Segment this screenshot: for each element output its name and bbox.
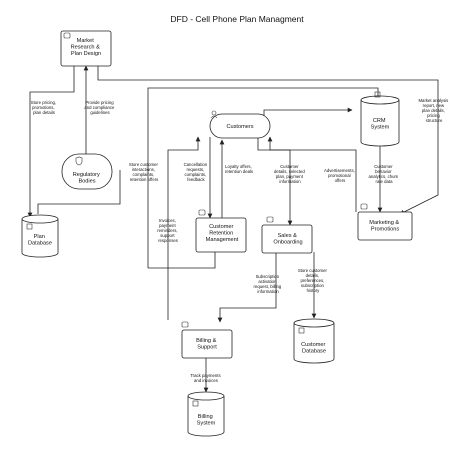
edge-label-invoices: Invoices, payment reminders, support res… — [157, 218, 179, 243]
edge-label-track: Track payments and invoices — [190, 373, 222, 383]
node-customer-database[interactable]: Customer Database — [293, 318, 335, 364]
svg-text:Market Research &: Market Research & Plan Design — [71, 38, 102, 57]
database-icon — [298, 327, 305, 334]
svg-text:Plan Database: Plan Database — [28, 234, 52, 247]
user-icon — [210, 110, 218, 119]
svg-text:Customer Retention: Customer Retention Management — [206, 224, 239, 243]
edge-label-store-pricing: Store pricing, promotions, plan details — [31, 100, 58, 115]
svg-text:Billing & Support: Billing & Support — [196, 338, 218, 351]
edge-retention-to-crm-loop — [147, 87, 381, 268]
edge-label-loyalty: Loyalty offers, retention deals — [225, 164, 253, 174]
diagram-title: DFD - Cell Phone Plan Managment — [170, 14, 304, 24]
shield-icon — [75, 156, 83, 166]
svg-text:CRM System: CRM System — [371, 118, 390, 131]
edge-label-customer-details: Customer details, selected plan, payment… — [274, 164, 306, 184]
edge-retention-to-billing — [148, 252, 216, 269]
edge-label-store-details: Store customer details, preferences, sub… — [298, 268, 328, 293]
node-regulatory-bodies[interactable]: Regulatory Bodies — [61, 153, 113, 190]
node-billing-system[interactable]: Billing System — [187, 391, 225, 437]
svg-text:Customers: Customers — [226, 124, 253, 130]
node-billing-support[interactable]: Billing & Support — [181, 321, 233, 359]
process-icon — [266, 216, 274, 223]
edge-label-provide-pricing: Provide pricing and compliance guideline… — [84, 100, 115, 115]
node-sales-onboarding[interactable]: Sales & Onboarding — [261, 216, 313, 254]
node-customers[interactable]: Customers — [209, 110, 271, 139]
process-icon — [63, 32, 71, 39]
node-customer-retention[interactable]: Customer Retention Management — [195, 209, 247, 253]
node-plan-database[interactable]: Plan Database — [21, 214, 59, 258]
svg-text:Customer Database: Customer Database — [301, 342, 327, 355]
edge-customers-to-crm — [263, 107, 353, 118]
edge-market-to-plan-database — [27, 64, 75, 218]
svg-text:Billing System: Billing System — [197, 414, 216, 427]
process-icon — [360, 203, 368, 210]
process-icon — [181, 321, 189, 328]
database-icon — [192, 400, 199, 407]
node-crm-system[interactable]: CRM System — [360, 91, 400, 147]
edge-label-store-interactions: Store customer interactions, complaints,… — [129, 162, 159, 182]
node-market-research[interactable]: Market Research & Plan Design — [60, 30, 112, 67]
edge-plan-database-link — [37, 170, 121, 214]
edge-label-behavior: Customer behavior analytics, churn rate … — [368, 164, 399, 184]
edge-labels: Store pricing, promotions, plan details … — [31, 98, 449, 383]
process-icon — [198, 209, 206, 216]
edge-marketing-to-customers — [267, 136, 357, 212]
edge-label-subscription: Subscription activation request, billing… — [254, 274, 283, 294]
edge-billing-to-customers — [167, 136, 201, 320]
edge-label-advertisements: Advertisements, promotional offers — [324, 168, 356, 183]
svg-text:Sales & Onboarding: Sales & Onboarding — [273, 233, 302, 246]
database-icon — [374, 91, 381, 98]
edge-sales-to-billing — [217, 252, 277, 323]
edge-market-to-marketing — [97, 64, 439, 215]
database-icon — [26, 223, 33, 230]
svg-text:Regulatory Bodies: Regulatory Bodies — [73, 172, 102, 185]
edge-label-market-analysis: Market analysis report, new plan details… — [418, 98, 449, 123]
node-marketing-promotions[interactable]: Marketing & Promotions — [357, 203, 413, 241]
edge-label-cancellation: Cancellation requests, complaints, feedb… — [184, 162, 209, 182]
svg-text:Marketing & Promotions: Marketing & Promotions — [369, 220, 400, 233]
